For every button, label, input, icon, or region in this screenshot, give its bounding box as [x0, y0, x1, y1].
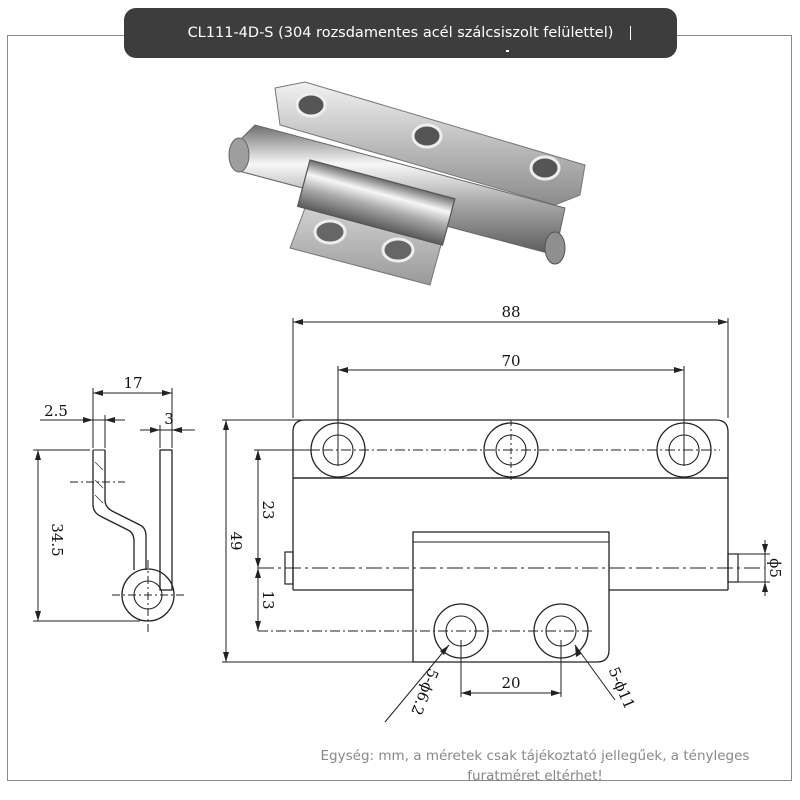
footer-line-1: Egység: mm, a méretek csak tájékoztató j…	[320, 748, 750, 764]
dim-overall-width: 88	[501, 303, 520, 321]
dimension-lines	[222, 318, 770, 723]
side-view	[33, 388, 195, 632]
dim-side-offset: 3	[164, 410, 174, 428]
photo-hole-4	[313, 219, 347, 245]
dim-hole-span: 70	[501, 352, 520, 370]
dim-hole-large: 5-ϕ11	[605, 664, 639, 711]
dim-side-height: 34.5	[48, 523, 66, 556]
photo-hole-1	[295, 92, 327, 118]
dim-side-thickness: 2.5	[44, 402, 68, 420]
text-cursor	[629, 26, 631, 40]
dim-hole-small: 5-ϕ6.2	[407, 666, 442, 718]
arrowheads	[35, 319, 768, 696]
title-dot	[506, 50, 509, 52]
hinge-photo	[228, 81, 586, 286]
dim-pin-diameter: ϕ5	[766, 558, 784, 578]
front-view	[258, 419, 765, 663]
photo-hole-2	[411, 123, 443, 149]
dim-side-width: 17	[123, 374, 142, 392]
title-bar: CL111-4D-S (304 rozsdamentes acél szálcs…	[124, 8, 677, 58]
photo-hole-3	[529, 155, 561, 181]
dim-lower-hole-spacing: 20	[501, 674, 520, 692]
footer-line-2: furatméret eltérhet!	[467, 768, 603, 784]
photo-hole-5	[381, 237, 415, 263]
footer-note: Egység: mm, a méretek csak tájékoztató j…	[270, 746, 800, 786]
product-title: CL111-4D-S (304 rozsdamentes acél szálcs…	[187, 25, 614, 41]
dim-overall-height: 49	[227, 531, 245, 550]
dim-axis-to-lower: 13	[259, 590, 277, 609]
dim-upper-to-axis: 23	[259, 500, 277, 519]
